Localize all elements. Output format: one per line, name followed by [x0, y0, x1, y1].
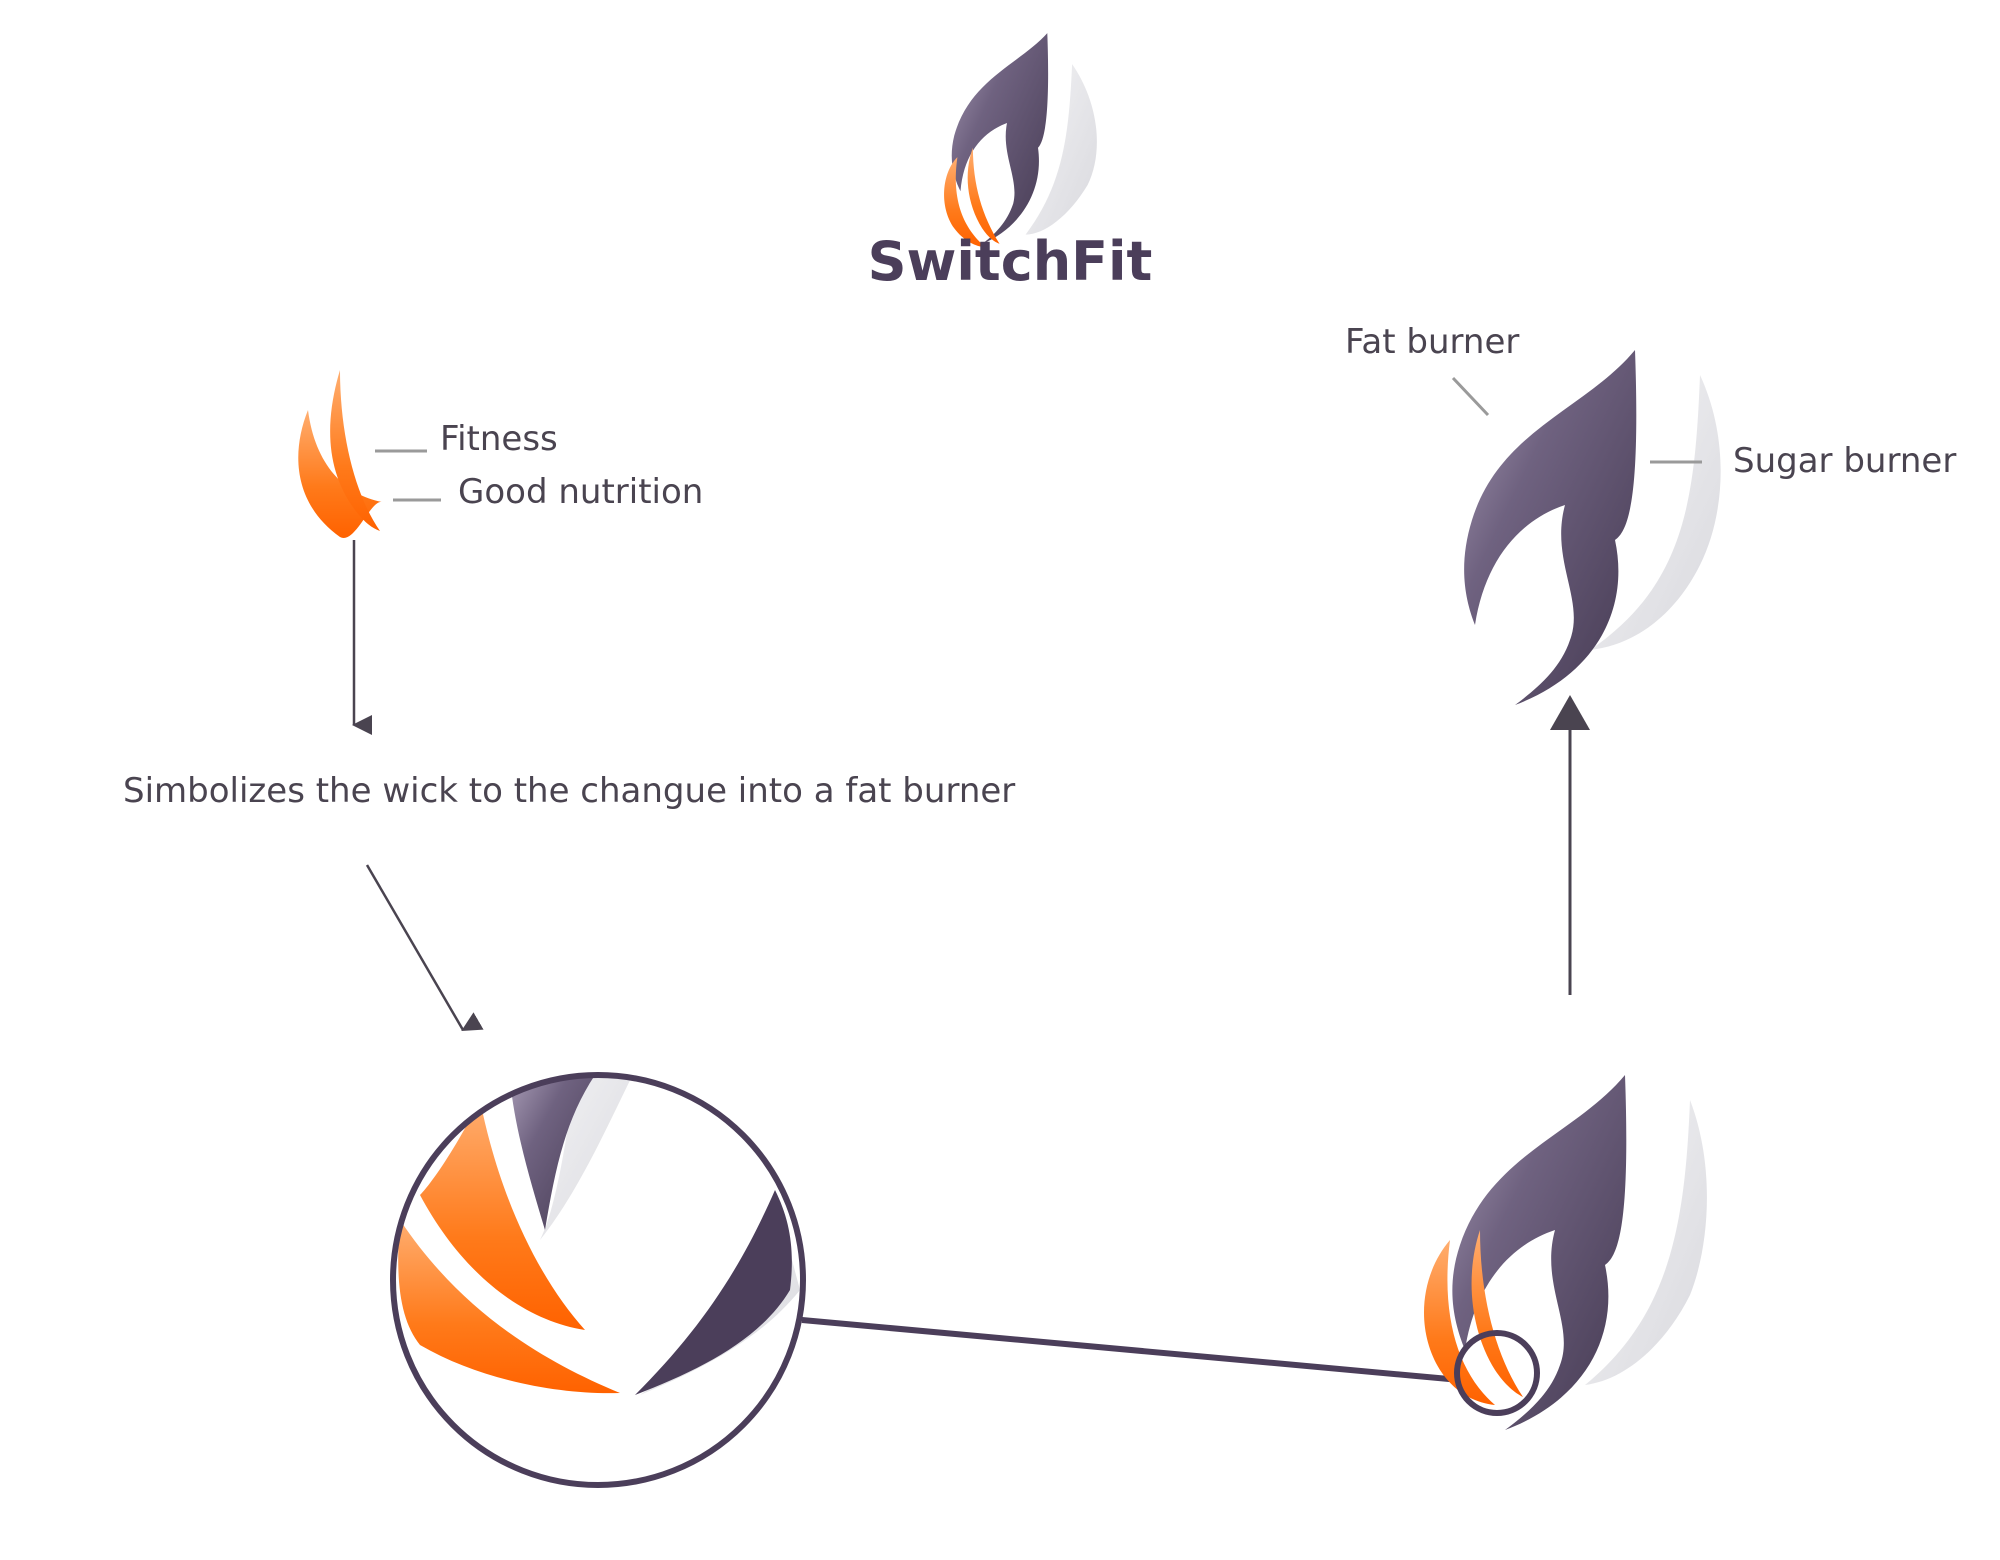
wick-group: Fitness Good nutrition [298, 370, 703, 538]
nutrition-label: Good nutrition [458, 472, 703, 512]
flame-with-wick-icon [1423, 1075, 1707, 1430]
arrow-to-magnifier [365, 864, 484, 1032]
flame-icon [1464, 350, 1721, 705]
brand-logo: SwitchFit [868, 33, 1153, 293]
magnifier-icon [390, 1072, 806, 1488]
detail-circle [1454, 1330, 1540, 1416]
caption-text: Simbolizes the wick to the changue into … [123, 771, 1015, 811]
sugar-burner-label: Sugar burner [1733, 441, 1956, 481]
brand-name: SwitchFit [868, 230, 1153, 293]
flame-logo-icon [944, 33, 1097, 247]
wick-icon [298, 370, 382, 538]
fitness-label: Fitness [440, 419, 558, 459]
fat-burner-leader [1451, 376, 1490, 417]
magnifier-ring [390, 1072, 806, 1488]
fat-burner-label: Fat burner [1345, 322, 1519, 362]
arrow-up-head [1550, 695, 1590, 730]
magnifier-connector [801, 1317, 1461, 1383]
